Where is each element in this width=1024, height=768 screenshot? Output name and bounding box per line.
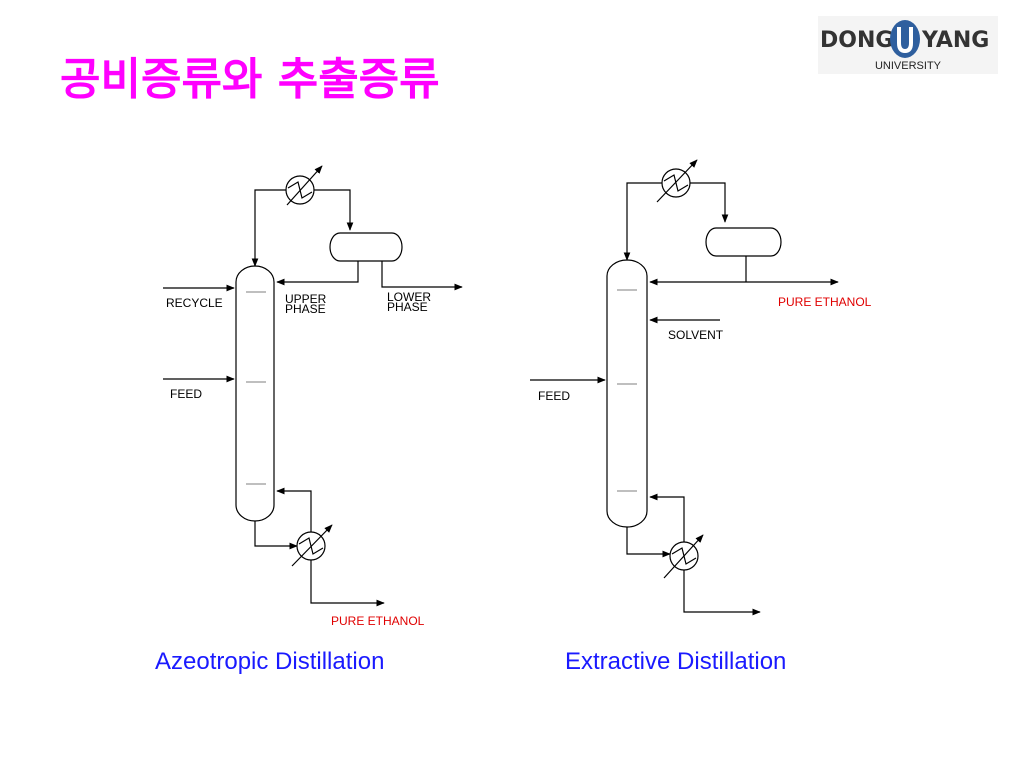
azeotropic-product-line xyxy=(310,560,385,607)
extractive-bottoms-line xyxy=(626,527,671,558)
logo-word-right: YANG xyxy=(922,28,990,53)
lower-phase-label-line2: PHASE xyxy=(387,300,428,315)
extractive-column xyxy=(606,259,648,528)
recycle-label: RECYCLE xyxy=(166,296,223,310)
azeotropic-feed-label: FEED xyxy=(170,387,203,401)
solvent-label: SOLVENT xyxy=(668,328,724,342)
lower-phase-label-line1: LOWER xyxy=(387,290,432,304)
logo-u-icon xyxy=(890,20,920,58)
azeotropic-decanter xyxy=(329,232,403,262)
upper-phase-label-line2: PHASE xyxy=(285,302,326,317)
azeotropic-column xyxy=(235,265,275,522)
extractive-overhead-line xyxy=(623,182,662,261)
azeotropic-condenser-icon xyxy=(285,165,323,206)
upper-phase-label-line1: UPPER xyxy=(285,292,327,306)
azeotropic-product-label: PURE ETHANOL xyxy=(331,614,425,628)
lower-phase-line xyxy=(381,261,463,291)
extractive-boilup-line xyxy=(649,493,685,542)
extractive-condenser-icon xyxy=(656,159,698,203)
azeotropic-condensate-line xyxy=(314,189,354,231)
azeotropic-caption: Azeotropic Distillation xyxy=(155,648,385,675)
slide-title: 공비증류와 추출증류 xyxy=(60,54,440,105)
extractive-bottoms-product-line xyxy=(683,570,761,616)
extractive-diagram xyxy=(530,159,839,616)
extractive-drum xyxy=(705,227,782,257)
logo-word-left: DONG xyxy=(820,28,894,53)
extractive-product-label: PURE ETHANOL xyxy=(778,295,872,309)
university-logo: DONG YANG UNIVERSITY xyxy=(818,16,998,74)
lower-phase-label: LOWER PHASE xyxy=(387,290,432,315)
azeotropic-bottoms-line xyxy=(254,521,298,550)
azeotropic-diagram xyxy=(163,165,463,607)
logo-subtitle: UNIVERSITY xyxy=(874,60,941,72)
extractive-feed-label: FEED xyxy=(538,389,571,403)
azeotropic-reboiler-icon xyxy=(291,524,333,567)
azeotropic-boilup-line xyxy=(276,487,312,532)
upper-phase-reflux-line xyxy=(276,261,359,286)
azeotropic-overhead-line xyxy=(251,189,287,267)
extractive-caption: Extractive Distillation xyxy=(565,648,787,675)
upper-phase-label: UPPER PHASE xyxy=(285,292,327,317)
extractive-condensate-line xyxy=(690,182,729,223)
